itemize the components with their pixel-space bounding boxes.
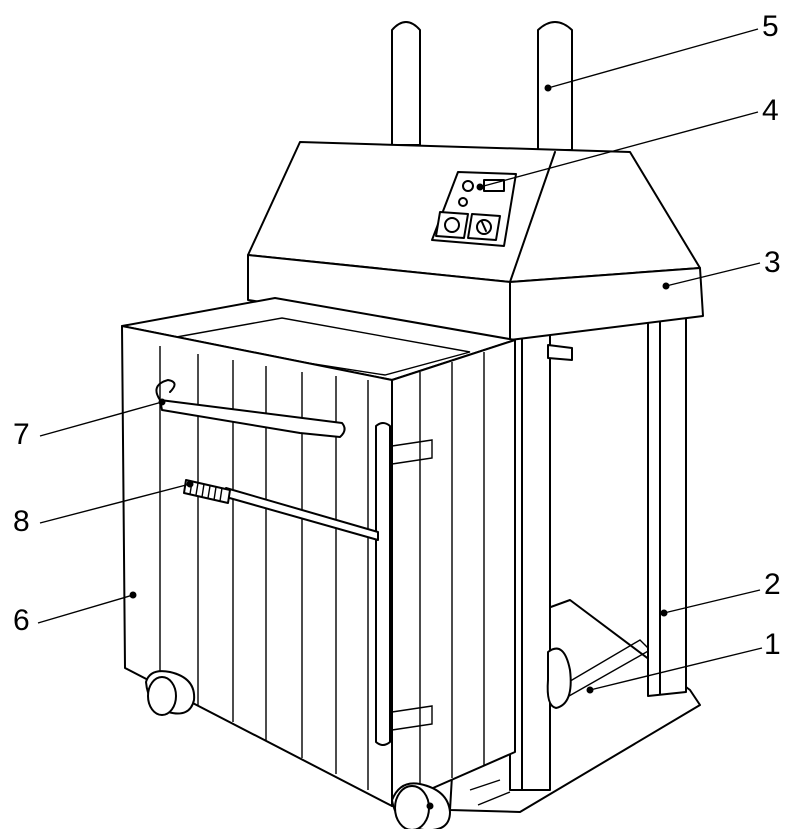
callout-6: 6 <box>13 604 30 637</box>
start-button-icon <box>444 217 460 233</box>
leader-line-5 <box>547 28 759 89</box>
base-plate-slot <box>469 779 511 806</box>
locking-rod <box>183 479 379 541</box>
callout-7: 7 <box>13 418 30 451</box>
base-plate-rail <box>554 639 652 701</box>
indicator-light-icon <box>462 180 474 192</box>
pressing-cylinders <box>391 21 573 151</box>
leader-line-2 <box>663 589 761 614</box>
callout-5: 5 <box>762 10 779 43</box>
callout-4: 4 <box>762 94 779 127</box>
leader-line-6 <box>37 594 134 624</box>
callout-1: 1 <box>764 628 781 661</box>
door-lever <box>155 379 346 438</box>
leader-line-7 <box>39 401 163 437</box>
leader-line-1 <box>589 647 763 691</box>
callout-2: 2 <box>764 568 781 601</box>
leader-line-4 <box>479 111 759 188</box>
callout-8: 8 <box>13 505 30 538</box>
bale-chamber <box>121 297 516 807</box>
leader-line-3 <box>665 262 761 287</box>
wheels <box>145 647 572 832</box>
left-cylinder <box>391 21 421 146</box>
leader-lines <box>37 28 763 694</box>
leader-line-8 <box>39 483 191 524</box>
right-column <box>647 317 687 697</box>
callout-3: 3 <box>764 246 781 279</box>
control-panel <box>431 171 517 247</box>
indicator-light-icon <box>458 197 468 207</box>
rod-grip <box>183 479 231 504</box>
